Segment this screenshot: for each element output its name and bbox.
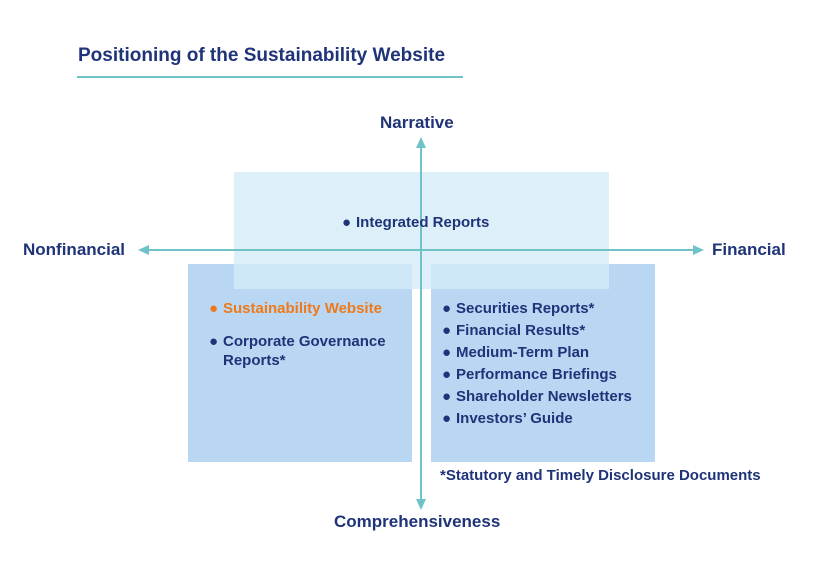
bullet-icon: ● <box>442 410 452 427</box>
bullet-icon: ● <box>442 300 452 317</box>
arrow-up-icon <box>416 137 426 148</box>
list-item: ●Securities Reports* <box>442 300 595 317</box>
axis-label-comprehensiveness: Comprehensiveness <box>334 512 501 531</box>
axis-label-nonfinancial: Nonfinancial <box>23 240 126 259</box>
financial-comprehensive-box <box>431 264 655 462</box>
arrow-right-icon <box>693 245 704 255</box>
list-item: ●Integrated Reports <box>342 214 490 231</box>
bullet-icon: ● <box>209 333 219 350</box>
arrow-down-icon <box>416 499 426 510</box>
diagram-title: Positioning of the Sustainability Websit… <box>78 45 446 66</box>
list-item: ●Investors’ Guide <box>442 410 573 427</box>
bullet-icon: ● <box>442 366 452 383</box>
footnote: *Statutory and Timely Disclosure Documen… <box>440 467 761 484</box>
bullet-icon: ● <box>442 344 452 361</box>
list-item-highlight: ●Sustainability Website <box>209 300 382 317</box>
bullet-icon: ● <box>342 214 352 231</box>
axis-label-financial: Financial <box>712 240 786 259</box>
list-item: ●Medium-Term Plan <box>442 344 590 361</box>
bullet-icon: ● <box>442 322 452 339</box>
bullet-icon: ● <box>442 388 452 405</box>
list-item: ●Shareholder Newsletters <box>442 388 632 405</box>
title-underline <box>77 76 463 78</box>
list-item: ●Performance Briefings <box>442 366 617 383</box>
axis-label-narrative: Narrative <box>380 113 454 132</box>
arrow-left-icon <box>138 245 149 255</box>
list-item: ●Corporate Governance Reports* <box>209 333 386 369</box>
bullet-icon: ● <box>209 300 219 317</box>
list-item: ●Financial Results* <box>442 322 586 339</box>
nonfinancial-comprehensive-box <box>188 264 412 462</box>
